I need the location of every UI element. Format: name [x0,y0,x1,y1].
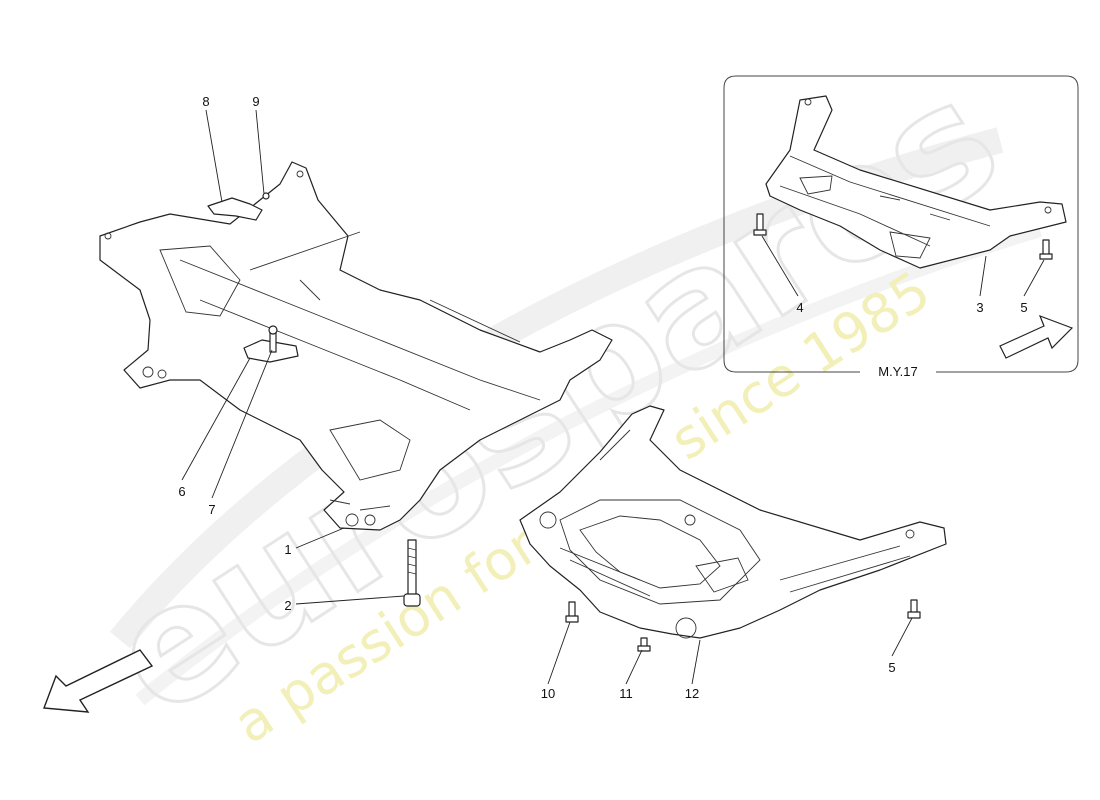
callout-4: 4 [796,300,803,315]
callout-3: 3 [976,300,983,315]
callout-11: 11 [619,686,633,701]
bolt-part-5-lower [907,599,921,619]
leader-1 [295,527,345,549]
underbody-plate-part-12 [519,405,947,639]
callout-2: 2 [284,598,291,613]
leader-5a [1023,259,1045,297]
leader-7 [211,349,273,499]
bolt-part-2 [403,539,421,607]
leader-11 [625,649,643,685]
leader-6 [181,357,251,481]
bolt-part-11 [637,637,651,652]
inset-label: M.Y.17 [878,364,918,379]
bolt-part-7 [268,325,278,353]
leader-10 [547,621,571,685]
leader-12 [691,639,701,685]
bracket-part-8 [207,197,263,221]
callouts: 1 2 3 4 5 5 6 7 8 9 10 11 12 [178,94,1027,701]
inset-bolt-left [753,213,767,236]
leader-4 [761,235,799,297]
callout-8: 8 [202,94,209,109]
direction-arrow-main [43,649,154,713]
leader-2 [295,595,405,605]
callout-1: 1 [284,542,291,557]
callout-9: 9 [252,94,259,109]
leader-9 [255,109,265,195]
callout-12: 12 [685,686,699,701]
screw-part-9 [262,192,270,200]
callout-5-lower: 5 [888,660,895,675]
inset-bolt-right [1039,239,1053,260]
inset-frame [723,75,1079,373]
bolt-part-10 [565,601,579,623]
inset-panel: M.Y.17 [723,75,1079,379]
callout-7: 7 [208,502,215,517]
leader-8 [205,109,223,203]
front-subframe [99,161,613,531]
leader-3 [979,255,987,297]
callout-6: 6 [178,484,185,499]
callout-5-inset: 5 [1020,300,1027,315]
leader-5b [891,617,913,657]
leader-lines [181,109,1045,685]
callout-10: 10 [541,686,555,701]
direction-arrow-inset [999,314,1074,359]
inset-crossmember [765,95,1067,269]
